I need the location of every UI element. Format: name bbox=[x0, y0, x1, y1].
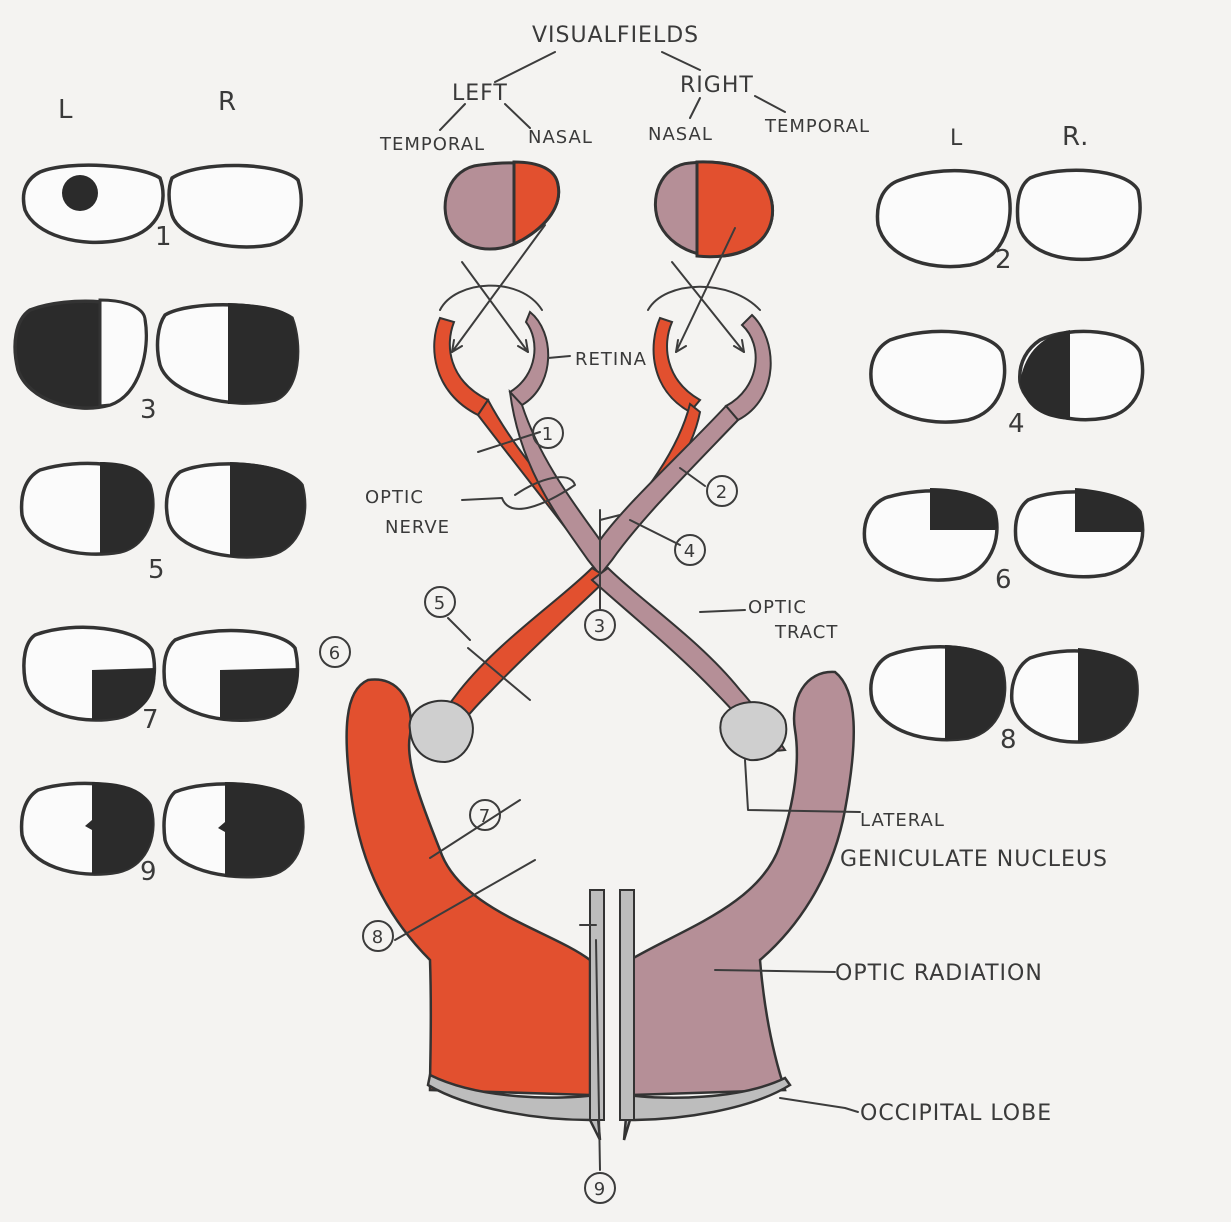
central-scotoma bbox=[62, 175, 98, 211]
left-eye-field bbox=[445, 162, 559, 249]
right-col-R: R. bbox=[1062, 122, 1089, 152]
lesion-number-1: 1 bbox=[542, 424, 554, 445]
right-lgn bbox=[720, 702, 786, 760]
field-number-3: 3 bbox=[140, 395, 158, 425]
right-eye-retina bbox=[654, 315, 771, 420]
lesion-number-9: 9 bbox=[594, 1179, 606, 1200]
field-2-left bbox=[877, 171, 1010, 267]
field-number-8: 8 bbox=[1000, 725, 1018, 755]
optic-nerve-label-1: OPTIC bbox=[365, 487, 424, 508]
field-1-right bbox=[169, 165, 301, 247]
field-defect-8: 8 bbox=[871, 645, 1137, 755]
header: VISUALFIELDS LEFT RIGHT TEMPORAL NASAL N… bbox=[379, 23, 870, 155]
lgn-label-1: LATERAL bbox=[860, 810, 945, 831]
field-defect-5: 5 bbox=[22, 462, 305, 585]
right-col-L: L bbox=[950, 126, 963, 151]
right-nasal-label: NASAL bbox=[648, 124, 713, 145]
lesion-number-3: 3 bbox=[594, 616, 606, 637]
field-number-2: 2 bbox=[995, 245, 1013, 275]
optic-tract-label-2: TRACT bbox=[774, 622, 838, 643]
field-number-1: 1 bbox=[155, 222, 173, 252]
field-number-4: 4 bbox=[1008, 409, 1026, 439]
lgn-label-2: GENICULATE NUCLEUS bbox=[840, 847, 1108, 872]
lesion-number-7: 7 bbox=[479, 806, 491, 827]
right-eye-field bbox=[655, 162, 772, 257]
optic-nerve-label-2: NERVE bbox=[385, 517, 450, 538]
left-eye-retina bbox=[434, 312, 548, 415]
retina-label: RETINA bbox=[575, 349, 647, 370]
title: VISUALFIELDS bbox=[532, 23, 699, 48]
field-number-5: 5 bbox=[148, 555, 166, 585]
field-number-7: 7 bbox=[142, 705, 160, 735]
optic-tract-label-1: OPTIC bbox=[748, 597, 807, 618]
field-defect-6: 6 bbox=[864, 488, 1143, 595]
lesion-number-2: 2 bbox=[716, 482, 728, 503]
field-defect-2: 2 bbox=[877, 170, 1140, 275]
occipital-lobe-label: OCCIPITAL LOBE bbox=[860, 1101, 1052, 1126]
field-defect-7: 7 bbox=[24, 627, 298, 735]
left-nasal-label: NASAL bbox=[528, 127, 593, 148]
left-col-L: L bbox=[58, 95, 74, 125]
field-defect-9: 9 bbox=[22, 782, 303, 887]
field-4-left bbox=[871, 331, 1005, 422]
optic-radiation-label: OPTIC RADIATION bbox=[835, 961, 1043, 986]
lesion-number-4: 4 bbox=[684, 541, 696, 562]
left-lgn bbox=[410, 701, 473, 762]
field-defect-4: 4 bbox=[871, 330, 1143, 439]
lesion-number-6: 6 bbox=[329, 643, 341, 664]
lesion-number-5: 5 bbox=[434, 593, 446, 614]
field-number-9: 9 bbox=[140, 857, 158, 887]
right-label: RIGHT bbox=[680, 73, 754, 98]
left-col-R: R bbox=[218, 87, 237, 117]
field-2-right bbox=[1018, 170, 1141, 259]
right-temporal-label: TEMPORAL bbox=[764, 116, 870, 137]
field-defect-1: 1 bbox=[23, 165, 301, 252]
left-label: LEFT bbox=[452, 81, 508, 106]
left-temporal-label: TEMPORAL bbox=[379, 134, 485, 155]
field-number-6: 6 bbox=[995, 565, 1013, 595]
field-defect-3: 3 bbox=[15, 300, 298, 425]
lesion-number-8: 8 bbox=[372, 927, 384, 948]
